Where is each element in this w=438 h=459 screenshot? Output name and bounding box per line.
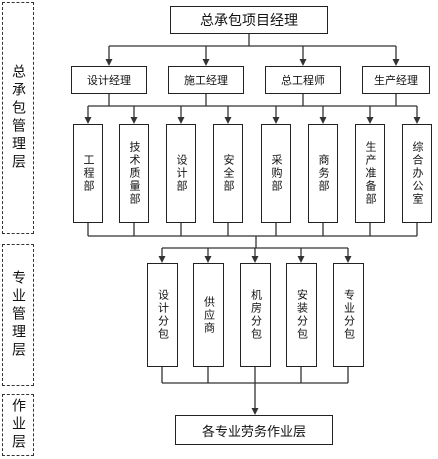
- box-sub-design: 设计分包: [147, 263, 178, 367]
- sub-specialty-label: 专业分包: [342, 289, 356, 341]
- box-manager-construction: 施工经理: [168, 66, 244, 94]
- arrowhead-45: [204, 256, 212, 263]
- sub-supplier-label: 供应商: [202, 295, 216, 335]
- layer-work-label: 作业层: [10, 398, 26, 452]
- manager-construction-label: 施工经理: [184, 74, 228, 87]
- arrowhead-24: [272, 117, 280, 124]
- arrowhead-18: [130, 117, 138, 124]
- box-manager-design: 设计经理: [71, 66, 147, 94]
- arrowhead-3: [105, 59, 113, 66]
- box-dept-safety: 安全部: [213, 124, 243, 223]
- box-dept-production-prep: 生产准备部: [355, 124, 385, 223]
- box-sub-specialty: 专业分包: [333, 263, 364, 367]
- box-dept-engineering: 工程部: [73, 124, 103, 223]
- manager-design-label: 设计经理: [87, 74, 131, 87]
- arrowhead-59: [251, 408, 259, 415]
- arrowhead-22: [224, 117, 232, 124]
- arrowhead-7: [299, 59, 307, 66]
- sub-installation-label: 安装分包: [295, 289, 309, 341]
- box-dept-procurement: 采购部: [261, 124, 291, 223]
- arrowhead-51: [344, 256, 352, 263]
- box-sub-supplier: 供应商: [193, 263, 224, 367]
- arrowhead-5: [202, 59, 210, 66]
- box-dept-general-office: 综合办公室: [402, 124, 432, 223]
- box-manager-chief-engineer: 总工程师: [265, 66, 341, 94]
- arrowhead-43: [158, 256, 166, 263]
- sub-machine-room-label: 机房分包: [249, 289, 263, 341]
- manager-production-label: 生产经理: [374, 74, 418, 87]
- arrowhead-16: [84, 117, 92, 124]
- dept-design-label: 设计部: [175, 154, 188, 193]
- manager-chief-engineer-label: 总工程师: [281, 74, 325, 87]
- arrowhead-28: [366, 117, 374, 124]
- arrowhead-49: [297, 256, 305, 263]
- box-sub-installation: 安装分包: [286, 263, 317, 367]
- arrowhead-30: [413, 117, 421, 124]
- layer-mgmt: 总承包管理层: [2, 2, 34, 234]
- sub-design-label: 设计分包: [156, 289, 170, 341]
- dept-safety-label: 安全部: [222, 154, 235, 193]
- box-labor-layer: 各专业劳务作业层: [175, 415, 333, 445]
- arrowhead-9: [392, 59, 400, 66]
- dept-commerce-label: 商务部: [317, 154, 330, 193]
- project-manager-label: 总承包项目经理: [200, 13, 298, 29]
- dept-production-prep-label: 生产准备部: [364, 141, 377, 206]
- box-sub-machine-room: 机房分包: [240, 263, 271, 367]
- dept-tech-quality-label: 技术质量部: [128, 141, 141, 206]
- box-project-manager: 总承包项目经理: [170, 6, 328, 34]
- labor-layer-label: 各专业劳务作业层: [201, 424, 306, 440]
- layer-mgmt-label: 总承包管理层: [10, 64, 26, 172]
- layer-pro: 专业管理层: [2, 244, 34, 386]
- layer-work: 作业层: [2, 394, 34, 456]
- box-manager-production: 生产经理: [362, 66, 430, 94]
- dept-engineering-label: 工程部: [82, 154, 95, 193]
- arrowhead-26: [319, 117, 327, 124]
- box-dept-design: 设计部: [166, 124, 196, 223]
- dept-procurement-label: 采购部: [270, 154, 283, 193]
- layer-pro-label: 专业管理层: [10, 270, 26, 360]
- arrowhead-47: [251, 256, 259, 263]
- box-dept-commerce: 商务部: [308, 124, 338, 223]
- arrowhead-20: [177, 117, 185, 124]
- box-dept-tech-quality: 技术质量部: [119, 124, 149, 223]
- dept-general-office-label: 综合办公室: [411, 141, 424, 206]
